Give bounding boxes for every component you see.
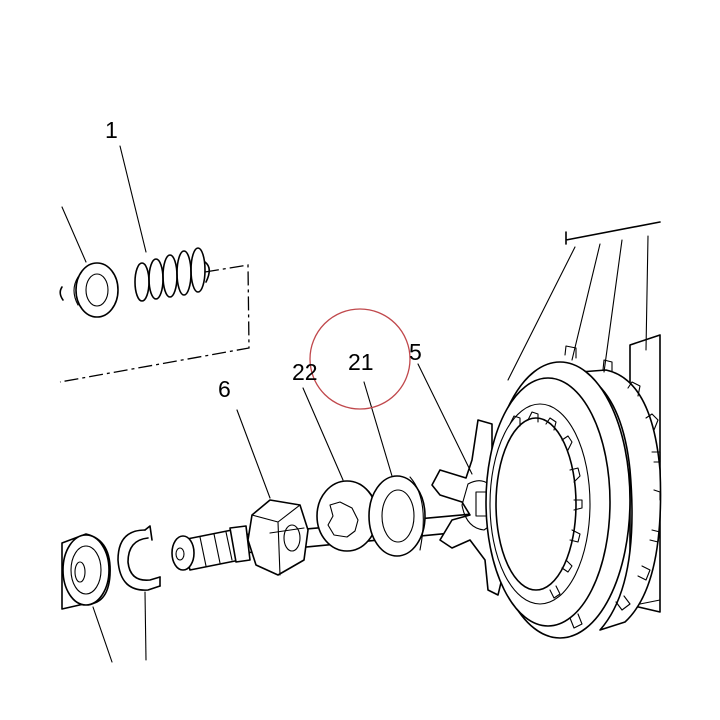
callout-6: 6	[218, 376, 231, 402]
circlip	[117, 525, 161, 591]
callout-5: 5	[409, 339, 422, 365]
callout-22: 22	[292, 359, 318, 385]
highlight-circle	[309, 308, 411, 410]
leader-bearing	[92, 606, 113, 663]
hex-nut	[247, 499, 309, 576]
callout-21: 21	[348, 349, 374, 375]
leader-6	[236, 409, 271, 499]
leader-1	[119, 145, 147, 253]
leader-circlip	[144, 591, 147, 661]
leader-5	[417, 363, 473, 475]
shaft-end	[171, 525, 251, 571]
leader-cup	[61, 206, 87, 263]
coil-spring	[134, 247, 211, 302]
cup-washer	[59, 262, 119, 318]
clutch-drum	[485, 221, 662, 639]
assembly-boundary-line	[59, 264, 250, 383]
flat-washer	[368, 475, 426, 557]
leader-22	[302, 387, 344, 481]
callout-1: 1	[105, 117, 118, 143]
bearing	[61, 533, 111, 610]
leader-21	[363, 381, 393, 477]
